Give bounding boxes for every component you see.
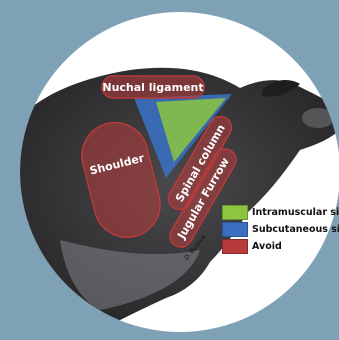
legend-label-intramuscular: Intramuscular site — [252, 207, 339, 218]
nuchal-ligament-label: Nuchal ligament — [102, 81, 203, 94]
legend-label-avoid: Avoid — [252, 241, 282, 252]
legend-label-subcutaneous: Subcutaneous site — [252, 224, 339, 235]
legend-item-intramuscular: Intramuscular site — [222, 204, 339, 221]
legend: Intramuscular site Subcutaneous site Avo… — [222, 204, 339, 255]
legend-item-avoid: Avoid — [222, 238, 339, 255]
legend-item-subcutaneous: Subcutaneous site — [222, 221, 339, 238]
avoid-swatch — [222, 239, 248, 254]
subcutaneous-swatch — [222, 222, 248, 237]
intramuscular-swatch — [222, 205, 248, 220]
